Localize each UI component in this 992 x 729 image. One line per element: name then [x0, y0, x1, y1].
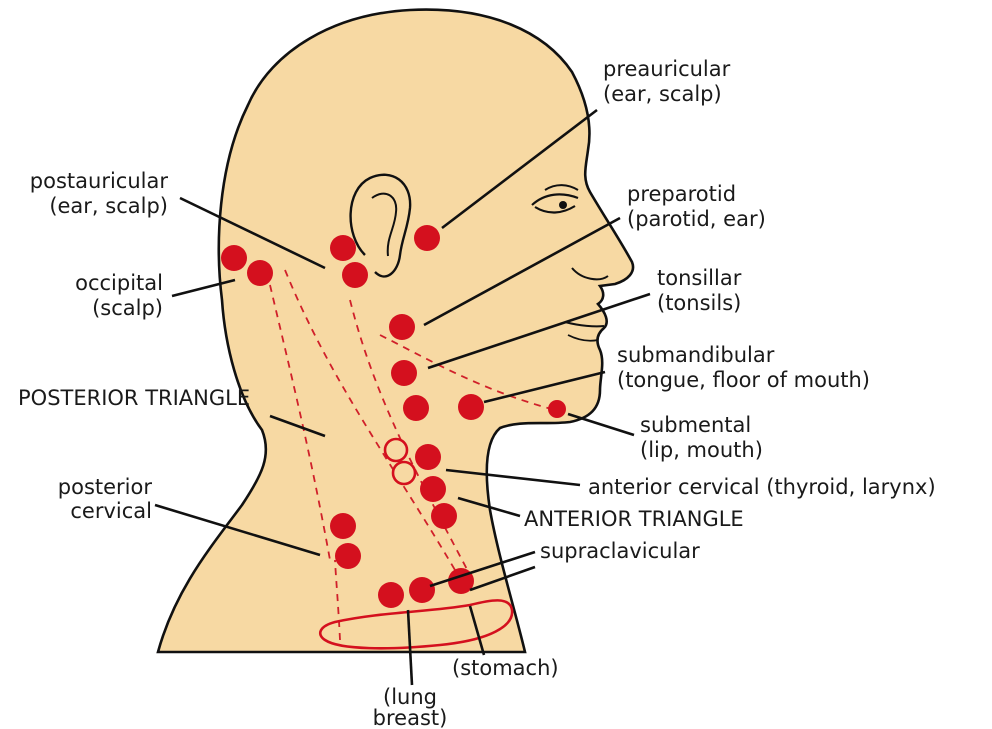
node-anterior-cervical-2 [420, 476, 446, 502]
label-submental-source: (lip, mouth) [640, 438, 763, 462]
label-breast: breast) [373, 706, 448, 729]
label-submandibular-source: (tongue, floor of mouth) [617, 368, 870, 392]
node-anterior-cervical-1 [415, 444, 441, 470]
node-open-1 [385, 439, 407, 461]
label-postauricular: postauricular [30, 169, 169, 193]
label-posterior-cervical-2: cervical [70, 499, 152, 523]
node-postauricular-2 [342, 262, 368, 288]
node-supraclavicular-1 [378, 582, 404, 608]
node-anterior-cervical-3 [431, 503, 457, 529]
label-supraclavicular: supraclavicular [540, 539, 700, 563]
node-occipital-1 [221, 245, 247, 271]
label-tonsillar-source: (tonsils) [657, 291, 741, 315]
label-stomach: (stomach) [452, 656, 559, 680]
label-preparotid: preparotid [627, 182, 736, 206]
label-anterior-cervical: anterior cervical (thyroid, larynx) [588, 475, 936, 499]
node-preparotid [389, 314, 415, 340]
label-postauricular-source: (ear, scalp) [49, 194, 168, 218]
label-preparotid-source: (parotid, ear) [627, 207, 766, 231]
node-submandibular-1 [403, 395, 429, 421]
label-posterior-cervical: posterior [58, 475, 153, 499]
label-posterior-triangle: POSTERIOR TRIANGLE [18, 386, 250, 410]
node-posterior-cervical-2 [335, 543, 361, 569]
node-occipital-2 [247, 260, 273, 286]
label-submental: submental [640, 413, 751, 437]
pupil [559, 201, 567, 209]
label-submandibular: submandibular [617, 343, 775, 367]
label-anterior-triangle: ANTERIOR TRIANGLE [524, 507, 744, 531]
label-occipital: occipital [75, 271, 163, 295]
node-postauricular-1 [330, 235, 356, 261]
node-submandibular-2 [458, 394, 484, 420]
node-open-2 [393, 462, 415, 484]
node-supraclavicular-2 [409, 577, 435, 603]
label-preauricular-source: (ear, scalp) [603, 82, 722, 106]
node-preauricular [414, 225, 440, 251]
node-submental [548, 400, 566, 418]
node-posterior-cervical-1 [330, 513, 356, 539]
label-preauricular: preauricular [603, 57, 731, 81]
label-occipital-source: (scalp) [92, 296, 163, 320]
label-tonsillar: tonsillar [657, 266, 742, 290]
node-tonsillar [391, 360, 417, 386]
